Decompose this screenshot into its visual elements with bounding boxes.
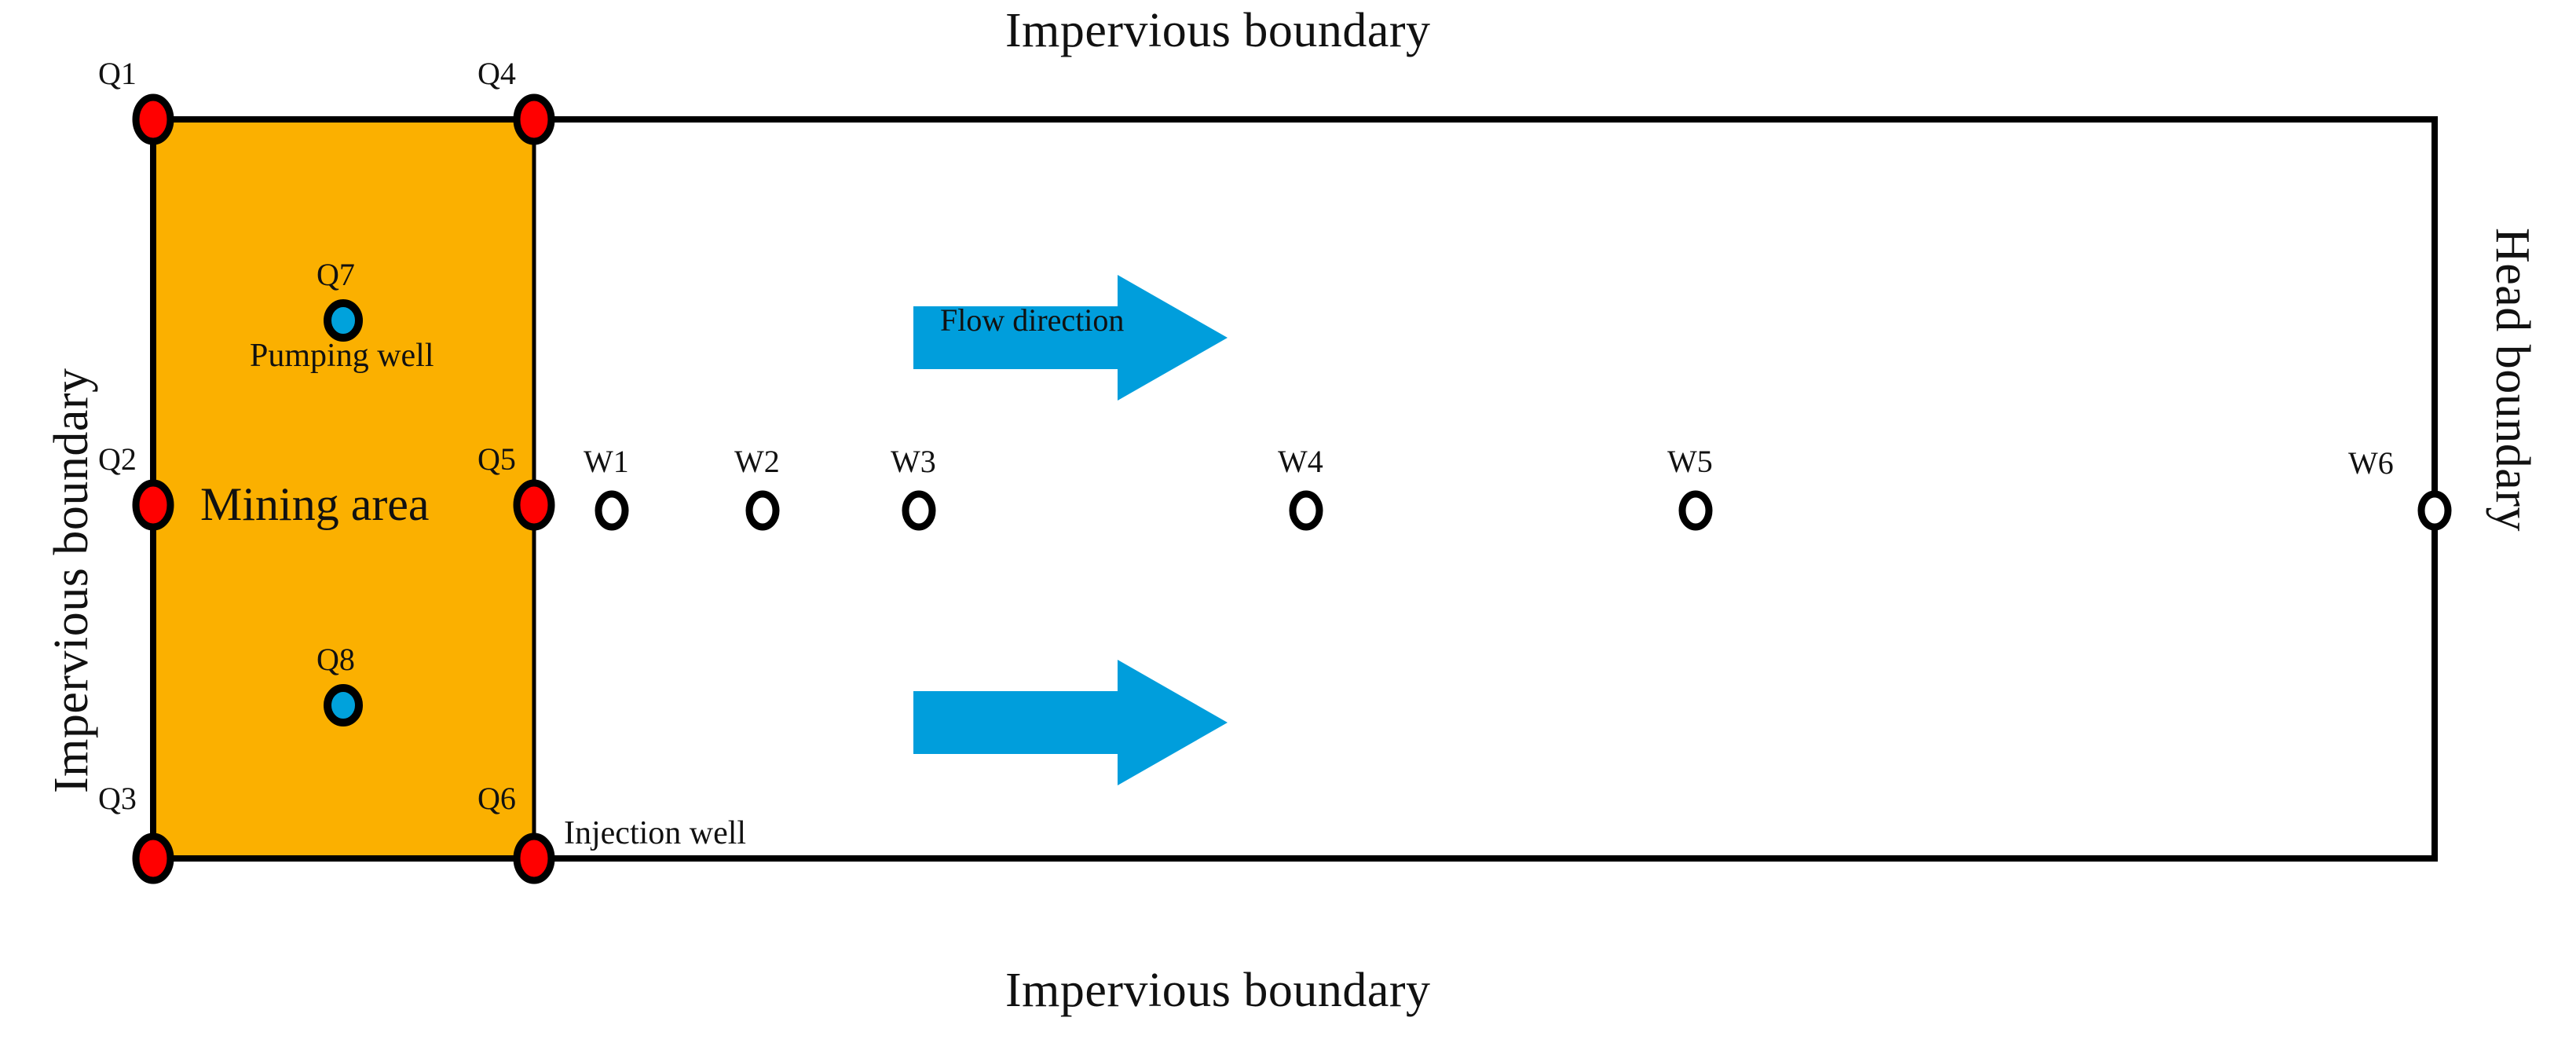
observation-well-marker-w1[interactable] (595, 490, 629, 531)
flow-arrow-top-shape (913, 275, 1228, 401)
interior-label-q8: Q8 (317, 642, 355, 677)
interior-label-q7: Q7 (317, 257, 355, 292)
q-marker-q3[interactable] (132, 833, 174, 884)
q-marker-q4[interactable] (513, 93, 555, 145)
q-label-q1: Q1 (98, 56, 137, 91)
q-label-q6: Q6 (478, 781, 516, 816)
flow-direction-label: Flow direction (940, 302, 1125, 338)
observation-well-label-w2: W2 (734, 444, 780, 479)
pumping-well-marker-q7[interactable] (324, 299, 363, 342)
observation-well-marker-w3[interactable] (902, 490, 936, 531)
right-boundary-label: Head boundary (2486, 228, 2539, 532)
observation-well-group (595, 490, 2452, 531)
observation-well-label-w3: W3 (891, 444, 936, 479)
observation-well-label-w1: W1 (584, 444, 629, 479)
injection-well-marker-q8[interactable] (324, 684, 363, 726)
q-marker-group (132, 93, 555, 884)
observation-well-label-w6: W6 (2348, 445, 2394, 481)
left-boundary-label: Impervious boundary (45, 368, 98, 793)
mining-area-rect (151, 117, 536, 861)
bottom-boundary-label: Impervious boundary (1005, 964, 1431, 1017)
pumping-well-label: Pumping well (250, 338, 434, 374)
q-marker-q2[interactable] (132, 479, 174, 531)
q-label-q4: Q4 (478, 56, 516, 91)
q-marker-q1[interactable] (132, 93, 174, 145)
observation-well-label-w5: W5 (1667, 444, 1713, 479)
observation-well-marker-w4[interactable] (1289, 490, 1323, 531)
q-label-q2: Q2 (98, 441, 137, 477)
observation-well-marker-w2[interactable] (745, 490, 780, 531)
q-label-q3: Q3 (98, 781, 137, 816)
q-marker-q6[interactable] (513, 833, 555, 884)
interior-well-group (324, 299, 363, 726)
observation-well-marker-w6[interactable] (2417, 490, 2452, 531)
observation-well-marker-w5[interactable] (1678, 490, 1713, 531)
observation-well-label-w4: W4 (1278, 444, 1323, 479)
flow-arrow-bottom-shape (913, 660, 1228, 785)
q-label-q5: Q5 (478, 441, 516, 477)
injection-well-label: Injection well (564, 815, 747, 851)
mining-area-label: Mining area (200, 478, 430, 530)
q-marker-q5[interactable] (513, 479, 555, 531)
top-boundary-label: Impervious boundary (1005, 4, 1431, 57)
